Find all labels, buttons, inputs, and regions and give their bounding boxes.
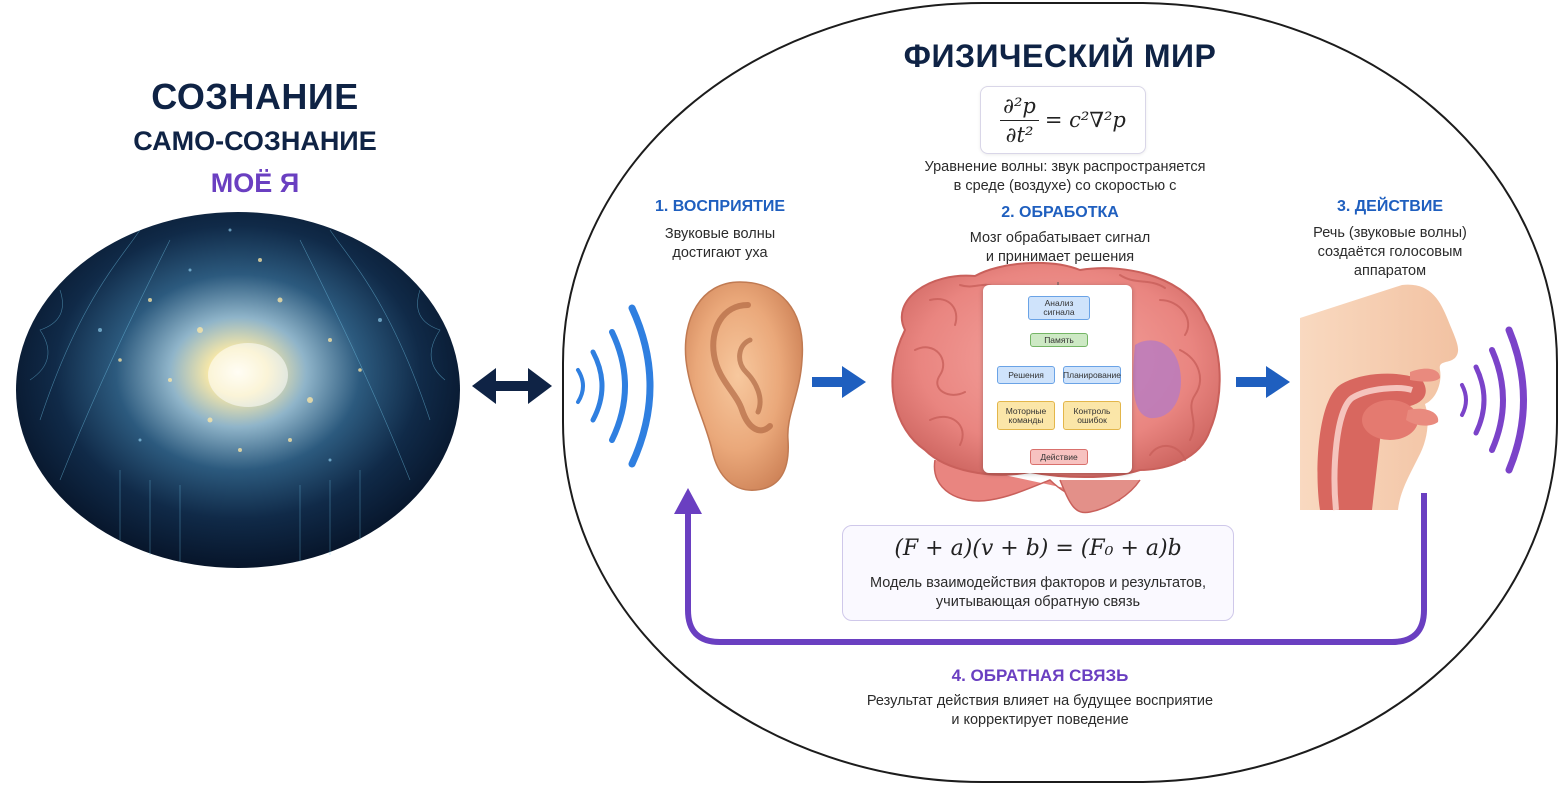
feedback-model-caption: Модель взаимодействия факторов и результ… xyxy=(843,574,1233,612)
feedback-arrow-icon xyxy=(674,488,1427,645)
physical-world-title: ФИЗИЧЕСКИЙ МИР xyxy=(903,38,1217,74)
feedback-line-2: и корректирует поведение xyxy=(951,712,1129,728)
feedback-title: 4. ОБРАТНАЯ СВЯЗЬ xyxy=(951,666,1129,685)
sound-wave-icon xyxy=(576,304,654,468)
cosmic-head-illustration xyxy=(16,212,460,568)
step-action-title: 3. ДЕЙСТВИЕ xyxy=(1336,198,1443,215)
feedback-model-equation: (F + a)(v + b) = (F₀ + a)b xyxy=(894,536,1182,561)
step-processing-line-1: Мозг обрабатывает сигнал xyxy=(969,230,1151,246)
self-consciousness-subtitle: САМО-СОЗНАНИЕ xyxy=(133,126,377,156)
arrow-right-icon-2 xyxy=(1236,366,1290,398)
wave-caption-line-2: в среде (воздухе) со скоростью c xyxy=(953,178,1177,194)
wave-equation: ∂²p ∂t² = c²∇²p xyxy=(981,87,1145,153)
flow-node-motor: Моторные команды xyxy=(997,401,1055,430)
feedback-line-1: Результат действия влияет на будущее вос… xyxy=(866,693,1214,709)
sound-wave-icon-out xyxy=(1460,326,1527,474)
flow-node-error-control: Контроль ошибок xyxy=(1063,401,1121,430)
feedback-model-box: (F + a)(v + b) = (F₀ + a)b Модель взаимо… xyxy=(842,525,1234,621)
step-perception-line-1: Звуковые волны xyxy=(664,226,776,242)
flow-node-memory: Память xyxy=(1030,333,1088,347)
wave-equation-rhs: = c²∇²p xyxy=(1044,108,1126,132)
feedback-desc: Результат действия влияет на будущее вос… xyxy=(820,692,1260,730)
feedback-model-caption-line-2: учитывающая обратную связь xyxy=(935,594,1141,610)
step-perception-desc: Звуковые волны достигают уха xyxy=(620,225,820,263)
arrow-right-icon xyxy=(812,366,866,398)
ear-illustration xyxy=(684,281,804,491)
step-action-line-3: аппаратом xyxy=(1353,263,1427,279)
step-perception-title: 1. ВОСПРИЯТИЕ xyxy=(654,198,786,215)
wave-caption-line-1: Уравнение волны: звук распространяется xyxy=(924,159,1206,175)
step-processing-desc: Мозг обрабатывает сигнал и принимает реш… xyxy=(920,229,1200,267)
step-perception-line-2: достигают уха xyxy=(672,245,768,261)
wave-equation-numerator: ∂²p xyxy=(1000,94,1039,121)
wave-equation-box: ∂²p ∂t² = c²∇²p xyxy=(980,86,1146,154)
wave-equation-denominator: ∂t² xyxy=(1005,122,1034,147)
wave-equation-lhs: ∂²p ∂t² xyxy=(1000,94,1039,147)
step-processing-line-2: и принимает решения xyxy=(985,249,1135,265)
flow-node-action: Действие xyxy=(1030,449,1088,465)
step-action-line-1: Речь (звуковые волны) xyxy=(1313,225,1467,241)
flow-node-planning: Планирование xyxy=(1063,366,1121,384)
mouth-vocal-tract-illustration xyxy=(1300,284,1459,511)
feedback-model-caption-line-1: Модель взаимодействия факторов и результ… xyxy=(870,575,1206,591)
consciousness-title: СОЗНАНИЕ xyxy=(151,76,359,117)
flow-node-decisions: Решения xyxy=(997,366,1055,384)
wave-equation-caption: Уравнение волны: звук распространяется в… xyxy=(900,158,1230,196)
step-action-desc: Речь (звуковые волны) создаётся голосовы… xyxy=(1280,224,1500,281)
physical-world-frame xyxy=(562,2,1558,783)
my-self-label: МОЁ Я xyxy=(210,168,300,198)
double-arrow-icon xyxy=(472,368,552,404)
flow-node-analysis: Анализ сигнала xyxy=(1028,296,1090,320)
step-processing-title: 2. ОБРАБОТКА xyxy=(1001,204,1119,221)
step-action-line-2: создаётся голосовым xyxy=(1317,244,1463,260)
